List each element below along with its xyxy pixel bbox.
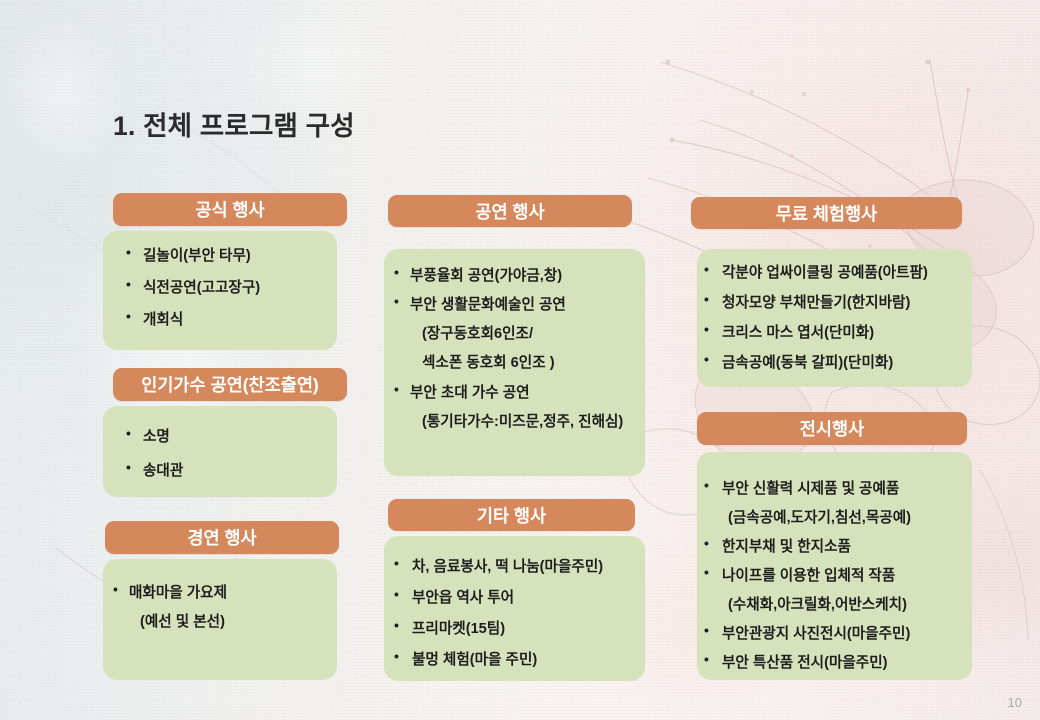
list-item: • 금속공예(동북 갈피)(단미화): [704, 351, 984, 372]
panel-header-exhibition-events[interactable]: 전시행사: [697, 412, 967, 445]
bullet-icon: •: [704, 651, 709, 667]
bullet-icon: •: [704, 622, 709, 638]
list-item-label: 매화마을 가요제: [129, 585, 228, 601]
panel-header-free-experience-events[interactable]: 무료 체험행사: [691, 197, 962, 229]
list-item-label: 나이프를 이용한 입체적 작품: [722, 568, 896, 584]
list-item: • 부안관광지 사진전시(마을주민): [704, 622, 984, 643]
bullet-icon: •: [704, 564, 709, 580]
list-item: • 각분야 업싸이클링 공예품(아트팜): [704, 261, 984, 282]
bullet-icon: •: [126, 276, 131, 292]
panel-list-exhibition-events: • 부안 신활력 시제품 및 공예품 • (금속공예,도자기,침선,목공예) •…: [704, 477, 984, 680]
list-item: • 소명: [126, 425, 356, 446]
bullet-icon: •: [394, 648, 399, 664]
list-item-label: (예선 및 본선): [140, 614, 225, 630]
list-item: • 식전공연(고고장구): [126, 276, 356, 297]
list-item-label: 식전공연(고고장구): [143, 280, 261, 296]
list-item-continuation: • (예선 및 본선): [113, 610, 348, 631]
bullet-icon: •: [394, 381, 399, 397]
bullet-icon: •: [704, 291, 709, 307]
bullet-icon: •: [126, 244, 131, 260]
list-item-label: 길놀이(부안 타무): [143, 248, 251, 264]
bullet-icon: •: [126, 459, 131, 475]
list-item-label: 부안 신활력 시제품 및 공예품: [722, 481, 900, 497]
bullet-icon: •: [704, 261, 709, 277]
list-item-label: 개회식: [143, 312, 184, 328]
list-item: • 길놀이(부안 타무): [126, 244, 356, 265]
list-item-label: 부안 특산품 전시(마을주민): [722, 655, 888, 671]
list-item-label: 부안 초대 가수 공연: [410, 385, 530, 401]
list-item-label: 부풍율회 공연(가야금,창): [410, 268, 563, 284]
panel-list-contest-events: • 매화마을 가요제 • (예선 및 본선): [113, 581, 348, 639]
list-item-continuation: • (통기타가수:미즈문,정주, 진해심): [394, 410, 659, 431]
panel-list-official-events: • 길놀이(부안 타무) • 식전공연(고고장구) • 개회식: [126, 244, 356, 340]
list-item: • 나이프를 이용한 입체적 작품: [704, 564, 984, 585]
list-item-continuation: • 섹소폰 동호회 6인조 ): [394, 351, 659, 372]
list-item: • 부안읍 역사 투어: [394, 586, 659, 607]
bullet-icon: •: [704, 351, 709, 367]
panel-header-other-events[interactable]: 기타 행사: [388, 499, 635, 531]
bullet-icon: •: [704, 321, 709, 337]
list-item-continuation: • (장구동호회6인조/: [394, 322, 659, 343]
list-item-label: (통기타가수:미즈문,정주, 진해심): [422, 414, 624, 430]
bullet-icon: •: [394, 264, 399, 280]
list-item-label: 송대관: [143, 463, 184, 479]
list-item-label: 소명: [143, 429, 170, 445]
list-item-label: 크리스 마스 엽서(단미화): [722, 325, 875, 341]
panel-header-contest-events[interactable]: 경연 행사: [105, 521, 339, 554]
list-item-label: 청자모양 부채만들기(한지바람): [722, 295, 911, 311]
bullet-icon: •: [394, 293, 399, 309]
bullet-icon: •: [394, 586, 399, 602]
bullet-icon: •: [704, 477, 709, 493]
list-item: • 불멍 체험(마을 주민): [394, 648, 659, 669]
list-item-label: 부안 생활문화예술인 공연: [410, 297, 566, 313]
list-item-label: 불멍 체험(마을 주민): [412, 652, 538, 668]
list-item-label: 금속공예(동북 갈피)(단미화): [722, 355, 894, 371]
list-item-label: 각분야 업싸이클링 공예품(아트팜): [722, 265, 928, 281]
list-item: • 청자모양 부채만들기(한지바람): [704, 291, 984, 312]
bullet-icon: •: [126, 425, 131, 441]
panel-header-popular-singer-performance[interactable]: 인기가수 공연(찬조출연): [113, 368, 347, 401]
list-item: • 차, 음료봉사, 떡 나눔(마을주민): [394, 555, 659, 576]
panel-header-performance-events[interactable]: 공연 행사: [388, 195, 632, 227]
list-item-label: (수채화,아크릴화,어반스케치): [728, 597, 907, 613]
list-item: • 부안 신활력 시제품 및 공예품: [704, 477, 984, 498]
page-title: 1. 전체 프로그램 구성: [113, 111, 355, 141]
list-item-continuation: • (금속공예,도자기,침선,목공예): [704, 506, 984, 527]
list-item: • 부안 특산품 전시(마을주민): [704, 651, 984, 672]
list-item-label: 차, 음료봉사, 떡 나눔(마을주민): [412, 559, 604, 575]
bullet-icon: •: [126, 308, 131, 324]
bullet-icon: •: [394, 617, 399, 633]
panel-list-performance-events: • 부풍율회 공연(가야금,창) • 부안 생활문화예술인 공연 • (장구동호…: [394, 264, 659, 439]
panel-list-other-events: • 차, 음료봉사, 떡 나눔(마을주민) • 부안읍 역사 투어 • 프리마켓…: [394, 555, 659, 679]
bullet-icon: •: [113, 581, 118, 597]
list-item-label: 한지부채 및 한지소품: [722, 539, 851, 555]
panel-list-free-experience-events: • 각분야 업싸이클링 공예품(아트팜) • 청자모양 부채만들기(한지바람) …: [704, 261, 984, 381]
panel-header-official-events[interactable]: 공식 행사: [113, 193, 347, 226]
list-item: • 프리마켓(15팀): [394, 617, 659, 638]
list-item-continuation: • (수채화,아크릴화,어반스케치): [704, 593, 984, 614]
list-item: • 부안 생활문화예술인 공연: [394, 293, 659, 314]
bullet-icon: •: [394, 555, 399, 571]
list-item: • 부풍율회 공연(가야금,창): [394, 264, 659, 285]
list-item-label: 부안관광지 사진전시(마을주민): [722, 626, 911, 642]
list-item-label: 부안읍 역사 투어: [412, 590, 515, 606]
bullet-icon: •: [704, 535, 709, 551]
list-item-label: 섹소폰 동호회 6인조 ): [422, 355, 555, 371]
list-item: • 개회식: [126, 308, 356, 329]
list-item-label: 프리마켓(15팀): [412, 621, 506, 637]
list-item: • 송대관: [126, 459, 356, 480]
list-item: • 한지부채 및 한지소품: [704, 535, 984, 556]
list-item-label: (금속공예,도자기,침선,목공예): [728, 510, 911, 526]
list-item: • 매화마을 가요제: [113, 581, 348, 602]
list-item: • 크리스 마스 엽서(단미화): [704, 321, 984, 342]
list-item: • 부안 초대 가수 공연: [394, 381, 659, 402]
panel-list-popular-singer-performance: • 소명 • 송대관: [126, 425, 356, 493]
list-item-label: (장구동호회6인조/: [422, 326, 534, 342]
page-number: 10: [1007, 695, 1022, 710]
